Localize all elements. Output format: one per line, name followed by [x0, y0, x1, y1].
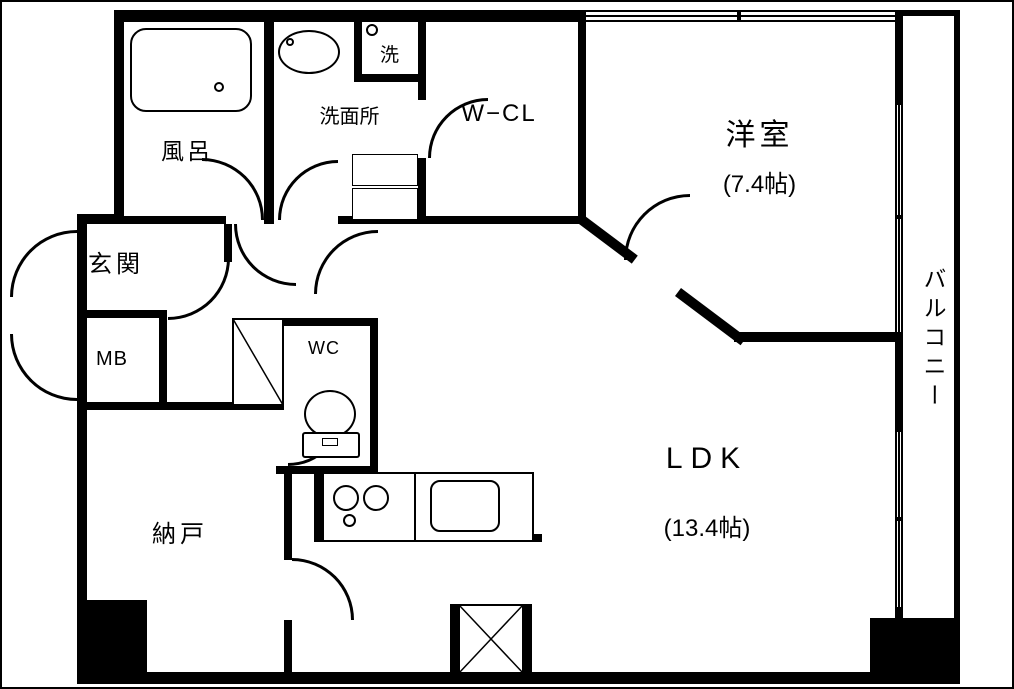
bath-door-arc: [202, 158, 264, 220]
storage-door-arc: [292, 558, 354, 620]
room-size-ldk: (13.4帖): [663, 515, 751, 542]
room-label-western-room: 洋室: [725, 119, 794, 152]
room-label-balcony: バルコニー: [920, 267, 946, 412]
wall: [276, 466, 378, 474]
washbasin-icon: [278, 30, 340, 74]
wall: [734, 332, 895, 342]
pipe-shaft-x-icon: [458, 604, 524, 674]
wall: [264, 10, 274, 224]
stove-burner-icon: [333, 485, 359, 511]
window-mullion: [895, 517, 903, 521]
room-label-bath: 風呂: [161, 138, 213, 164]
toilet-tank-icon: [302, 432, 360, 458]
entrance-hall-door-arc: [168, 258, 230, 320]
wall: [77, 310, 167, 318]
shoe-closet-diagonal: [232, 318, 284, 406]
room-label-laundry: 洗: [380, 45, 400, 66]
bathtub-drain-icon: [214, 82, 224, 92]
pillar: [77, 600, 147, 684]
pillar: [870, 618, 960, 684]
wall: [370, 318, 378, 474]
toilet-button-icon: [322, 438, 338, 446]
wall: [224, 224, 232, 262]
wall: [354, 10, 362, 82]
wall: [77, 214, 87, 682]
wall: [354, 74, 426, 82]
wall: [77, 672, 960, 684]
kitchen-sink-icon: [430, 480, 500, 532]
toilet-bowl-icon: [304, 390, 356, 438]
laundry-tap-icon: [366, 24, 378, 36]
wall: [314, 472, 322, 542]
wall: [284, 620, 292, 682]
cabinet: [352, 154, 418, 186]
entrance-door-arc: [10, 230, 77, 297]
bathtub-icon: [130, 28, 252, 112]
wall: [418, 10, 426, 100]
stove-burner-icon: [363, 485, 389, 511]
wall: [578, 10, 586, 224]
hall-door-arc: [234, 224, 296, 286]
wall: [895, 10, 960, 16]
window-mullion: [895, 215, 903, 219]
wall: [524, 604, 532, 674]
wall: [77, 214, 124, 224]
kitchen-divider: [414, 474, 416, 540]
room-label-ldk: LDK: [665, 442, 749, 475]
wall: [450, 604, 458, 674]
western-room-door-arc: [624, 194, 690, 260]
wall: [418, 158, 426, 224]
room-label-storage: 納戸: [152, 521, 208, 548]
washroom-door-arc: [278, 160, 338, 220]
wall: [895, 332, 903, 432]
room-label-meter-box: MB: [96, 348, 128, 370]
room-label-washroom: 洗面所: [319, 106, 380, 128]
cabinet: [352, 188, 418, 220]
wall: [284, 474, 292, 560]
wall: [77, 402, 284, 410]
corridor-ldk-door-arc: [314, 230, 378, 294]
meter-box-door-arc: [10, 334, 77, 401]
window-mullion: [737, 10, 741, 22]
room-label-walk-in-closet: W−CL: [461, 100, 537, 127]
wall: [954, 10, 960, 684]
room-label-entrance: 玄関: [88, 251, 144, 278]
wall: [418, 216, 586, 224]
room-size-western-room: (7.4帖): [722, 171, 797, 198]
wall: [338, 216, 426, 224]
wall: [114, 10, 124, 224]
wall: [114, 216, 226, 224]
wall: [895, 10, 903, 105]
wall: [114, 10, 586, 22]
wall: [276, 318, 378, 326]
wall: [159, 310, 167, 410]
room-label-wc: WC: [308, 338, 340, 358]
stove-burner-small-icon: [343, 514, 356, 527]
faucet-icon: [286, 38, 294, 46]
